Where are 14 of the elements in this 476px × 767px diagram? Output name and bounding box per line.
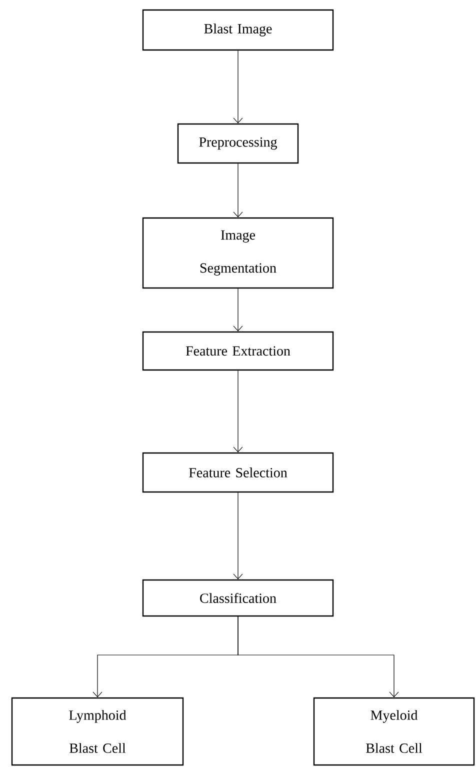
arrow: [233, 492, 243, 580]
arrow: [233, 370, 243, 452]
process-box: Lymphoid Blast Cell: [11, 697, 184, 766]
process-box: Blast Image: [142, 9, 334, 51]
process-box: Preprocessing: [177, 123, 299, 164]
process-box: Myeloid Blast Cell: [313, 697, 475, 766]
arrow: [238, 616, 399, 698]
arrow: [233, 163, 243, 218]
process-box: Feature Extraction: [142, 331, 334, 371]
process-box: Image Segmentation: [142, 217, 334, 289]
arrow: [233, 288, 243, 332]
process-box: Classification: [142, 579, 334, 617]
arrow: [233, 50, 243, 124]
process-box: Feature Selection: [142, 452, 334, 493]
